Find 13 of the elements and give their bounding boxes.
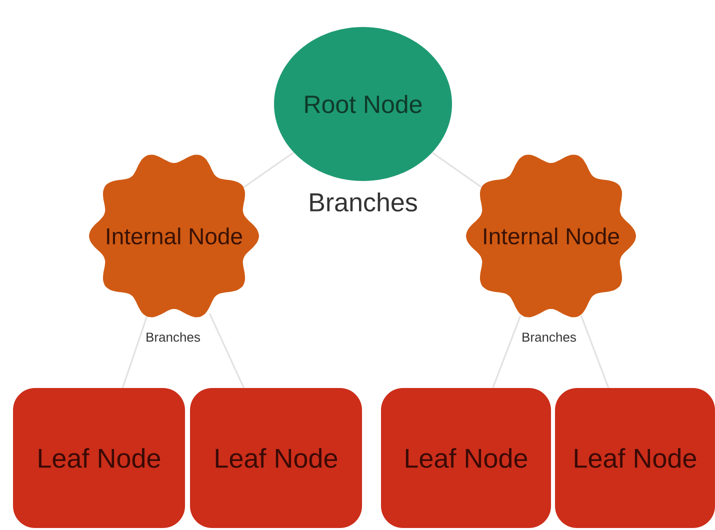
leaf-box: Leaf Node xyxy=(555,388,715,528)
leaf-box: Leaf Node xyxy=(13,388,185,528)
branch-line xyxy=(122,316,148,388)
branch-label: Branches xyxy=(522,332,576,342)
branch-line xyxy=(492,315,522,388)
branch-line xyxy=(208,313,244,388)
branch-label: Branches xyxy=(310,192,417,212)
leaf-box: Leaf Node xyxy=(381,388,551,528)
branch-label: Branches xyxy=(146,332,200,342)
branch-line xyxy=(243,152,294,188)
leaf-box: Leaf Node xyxy=(190,388,362,528)
branch-line xyxy=(580,315,610,388)
branch-line xyxy=(432,152,482,188)
